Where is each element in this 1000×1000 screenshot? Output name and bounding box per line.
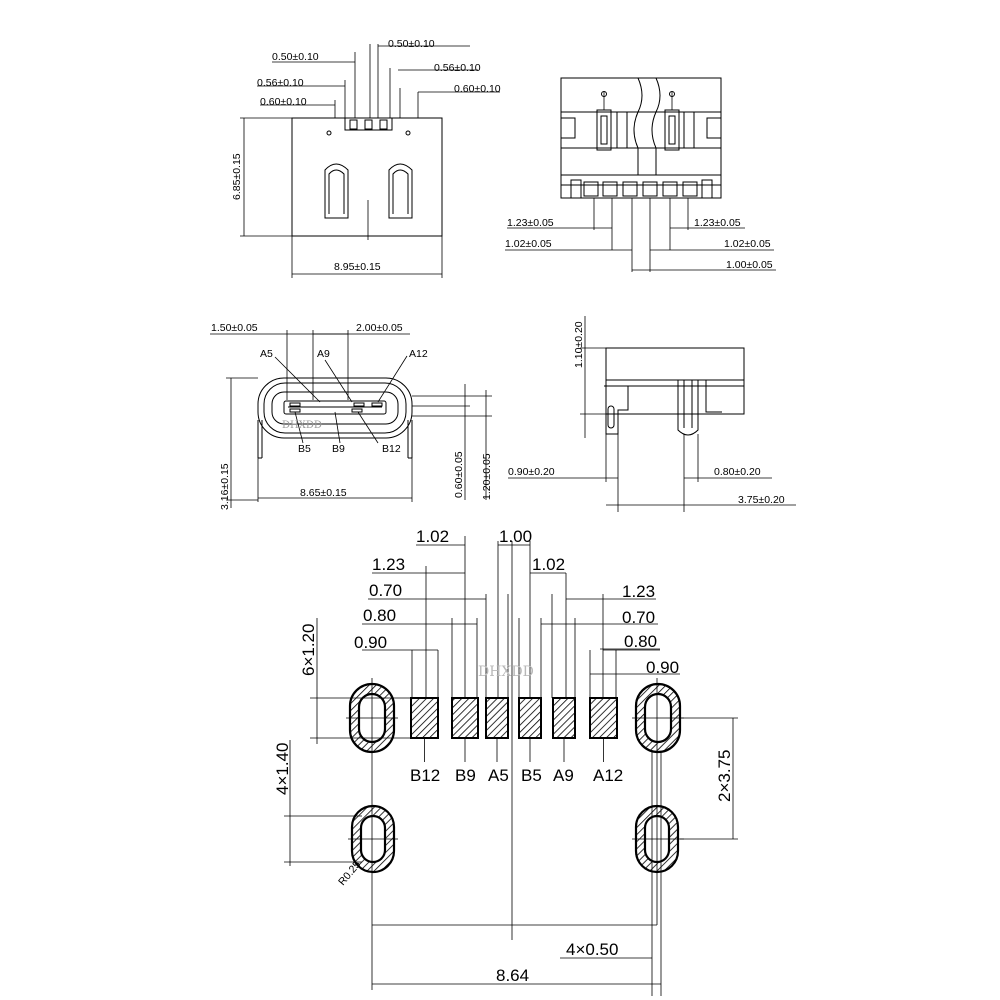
dim-port-150: 1.50±0.05 [211, 322, 258, 334]
pad-a12 [589, 697, 618, 739]
pin-label-b5: B5 [521, 766, 542, 785]
pin-label-a5: A5 [488, 766, 509, 785]
dim-front-123-right: 1.23±0.05 [694, 217, 741, 229]
side-view: 1.10±0.20 0.90±0.20 0.80±0.20 3.75±0.20 [508, 316, 796, 512]
pad-b12 [410, 697, 439, 739]
fp-dim-hole-width: 4×0.50 [566, 940, 618, 959]
front-view-body [560, 77, 722, 199]
pin-label-b12: B12 [410, 766, 440, 785]
fp-dim-123-left: 1.23 [372, 555, 405, 574]
top-view-body [291, 117, 443, 237]
fp-dim-102-left: 1.02 [416, 527, 449, 546]
dim-side-090: 0.90±0.20 [508, 466, 555, 478]
pad-a9 [552, 697, 576, 739]
dim-front-102-left: 1.02±0.05 [505, 238, 552, 250]
dim-top-width: 8.95±0.15 [334, 261, 381, 273]
front-view: 1.23±0.05 1.23±0.05 1.02±0.05 1.02±0.05 … [505, 77, 776, 272]
label-b5: B5 [298, 443, 311, 455]
pin-label-a12: A12 [593, 766, 623, 785]
fp-dim-total-width: 8.64 [496, 966, 529, 985]
pin-label-b9: B9 [455, 766, 476, 785]
label-b9: B9 [332, 443, 345, 455]
signal-pads: B12 B9 A5 B5 A9 A12 [410, 697, 623, 785]
pad-a5 [485, 697, 509, 739]
dim-top-060-left: 0.60±0.10 [260, 96, 307, 108]
dim-port-width: 8.65±0.15 [300, 487, 347, 499]
fp-dim-070-right: 0.70 [622, 608, 655, 627]
dim-side-110: 1.10±0.20 [573, 321, 585, 368]
fp-dim-hole-spacing: 2×3.75 [715, 750, 734, 802]
fp-dim-100: 1.00 [499, 527, 532, 546]
hole-bottom-right [632, 804, 684, 874]
fp-dim-pad-height: 6×1.20 [299, 624, 318, 676]
label-a9: A9 [317, 348, 330, 360]
hole-top-right [632, 682, 684, 754]
fp-dim-090-right: 0.90 [646, 658, 679, 677]
label-a5: A5 [260, 348, 273, 360]
fp-dim-090-left: 0.90 [354, 633, 387, 652]
dim-side-080: 0.80±0.20 [714, 466, 761, 478]
dim-front-100: 1.00±0.05 [726, 259, 773, 271]
fp-dim-123-right: 1.23 [622, 582, 655, 601]
dim-front-102-right: 1.02±0.05 [724, 238, 771, 250]
dim-top-050-right: 0.50±0.10 [388, 38, 435, 50]
fp-dim-070-left: 0.70 [369, 581, 402, 600]
dim-side-375: 3.75±0.20 [738, 494, 785, 506]
dim-top-050-left: 0.50±0.10 [272, 51, 319, 63]
pad-b9 [451, 697, 479, 739]
label-b12: B12 [382, 443, 401, 455]
side-view-body [605, 347, 745, 415]
fp-dim-080-left: 0.80 [363, 606, 396, 625]
dim-port-height: 3.16±0.15 [219, 463, 231, 510]
dim-port-120: 1.20±0.05 [481, 453, 493, 500]
port-shell-outer [257, 377, 413, 439]
fp-dim-hole-height: 4×1.40 [273, 743, 292, 795]
port-view: 1.50±0.05 2.00±0.05 A5 A9 A12 B5 B9 B12 … [210, 322, 493, 510]
dim-top-056-left: 0.56±0.10 [257, 77, 304, 89]
label-a12: A12 [409, 348, 428, 360]
fp-dim-080-right: 0.80 [624, 632, 657, 651]
dim-port-200: 2.00±0.05 [356, 322, 403, 334]
port-watermark: DHXDD [282, 420, 322, 431]
dim-top-060-right: 0.60±0.10 [454, 83, 501, 95]
hole-bottom-left [348, 804, 398, 874]
pad-b5 [518, 697, 542, 739]
pin-label-a9: A9 [553, 766, 574, 785]
dim-top-height: 6.85±0.15 [231, 153, 243, 200]
dim-top-056-right: 0.56±0.10 [434, 62, 481, 74]
fp-dim-102-right: 1.02 [532, 555, 565, 574]
pcb-footprint: B12 B9 A5 B5 A9 A12 1.02 1.00 [273, 527, 738, 996]
top-view: 0.50±0.10 0.50±0.10 0.56±0.10 0.56±0.10 … [231, 38, 501, 278]
dim-front-123-left: 1.23±0.05 [507, 217, 554, 229]
dim-port-060: 0.60±0.05 [453, 451, 465, 498]
footprint-watermark: DHXDD [478, 664, 534, 680]
